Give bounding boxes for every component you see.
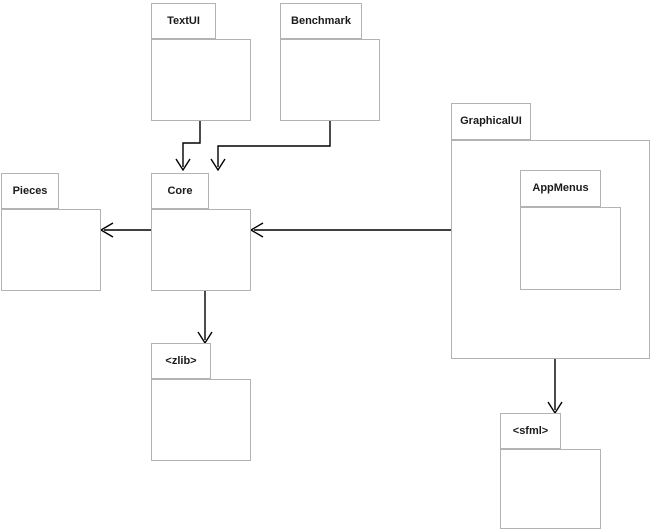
dependency-graphicalui-to-core xyxy=(249,222,451,238)
package-benchmark-label: Benchmark xyxy=(291,14,351,27)
package-core-body xyxy=(151,209,251,291)
package-pieces[interactable]: Pieces xyxy=(1,173,101,291)
package-textui-label: TextUI xyxy=(167,14,200,27)
package-core-tab: Core xyxy=(151,173,209,209)
package-pieces-body xyxy=(1,209,101,291)
package-graphicalui-tab: GraphicalUI xyxy=(451,103,531,140)
dependency-core-to-zlib xyxy=(197,291,213,345)
package-zlib-tab: <zlib> xyxy=(151,343,211,379)
package-sfml-label: <sfml> xyxy=(512,424,549,437)
package-appmenus-tab: AppMenus xyxy=(520,170,601,207)
package-zlib-label: <zlib> xyxy=(165,354,197,367)
package-benchmark-tab: Benchmark xyxy=(280,3,362,39)
package-textui-tab: TextUI xyxy=(151,3,216,39)
dependency-graphicalui-to-sfml xyxy=(547,359,563,415)
package-sfml-body xyxy=(500,449,601,529)
dependency-core-to-pieces xyxy=(99,222,151,238)
dependency-textui-to-core xyxy=(175,121,201,172)
package-core[interactable]: Core xyxy=(151,173,251,291)
package-appmenus-label: AppMenus xyxy=(532,182,589,194)
package-graphicalui-label: GraphicalUI xyxy=(460,115,522,127)
package-pieces-label: Pieces xyxy=(12,184,48,197)
package-benchmark[interactable]: Benchmark xyxy=(280,3,380,121)
package-sfml-tab: <sfml> xyxy=(500,413,561,449)
package-appmenus-body xyxy=(520,207,621,290)
package-textui-body xyxy=(151,39,251,121)
dependency-benchmark-to-core xyxy=(210,121,331,172)
package-zlib[interactable]: <zlib> xyxy=(151,343,251,461)
package-sfml[interactable]: <sfml> xyxy=(500,413,601,529)
package-benchmark-body xyxy=(280,39,380,121)
package-textui[interactable]: TextUI xyxy=(151,3,251,121)
package-appmenus[interactable]: AppMenus xyxy=(520,170,621,290)
package-zlib-body xyxy=(151,379,251,461)
package-pieces-tab: Pieces xyxy=(1,173,59,209)
package-core-label: Core xyxy=(167,184,193,197)
